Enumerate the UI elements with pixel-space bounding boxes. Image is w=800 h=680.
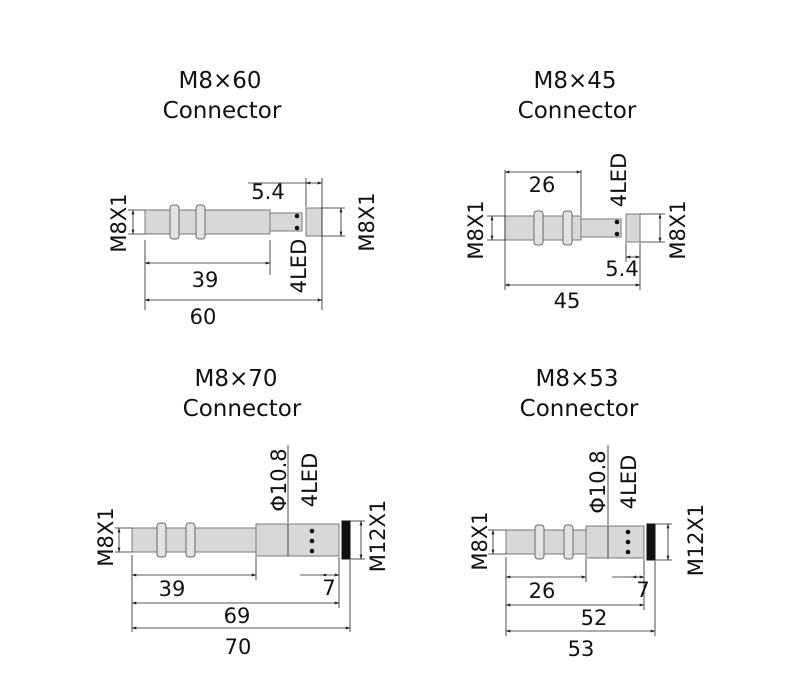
thread-label: M8X1 (468, 511, 492, 570)
thread-label: M8X1 (107, 193, 131, 252)
sensor-body (144, 204, 323, 240)
panel-title-line1: M8×70 (194, 366, 277, 392)
led-label: 4LED (287, 239, 311, 294)
connector-length-label: 7 (636, 578, 649, 602)
total-length-label: 53 (568, 637, 595, 661)
dimension-lines (128, 178, 345, 310)
dimension-lines (487, 170, 665, 290)
thread-length-label: 39 (159, 577, 186, 601)
connector-thread-label: M12X1 (366, 500, 390, 573)
led-label: 4LED (607, 153, 631, 208)
thread-length-label: 26 (529, 579, 556, 603)
connector-thread-label: M8X1 (355, 192, 379, 251)
panel-title-line1: M8×60 (178, 68, 261, 94)
sensor-body (505, 523, 656, 561)
diameter-label: Φ10.8 (267, 448, 291, 511)
panel-title-line1: M8×53 (535, 366, 618, 392)
panel-m8x70: M8×70 Connector (94, 366, 390, 659)
thread-label: M8X1 (94, 507, 118, 566)
dimension-lines (488, 445, 672, 636)
thread-length-label: 39 (192, 268, 219, 292)
connector-thread-label: M8X1 (666, 200, 690, 259)
total-length-label: 60 (190, 305, 217, 329)
panel-title-line2: Connector (163, 98, 282, 124)
connector-length-label: 7 (322, 576, 335, 600)
panel-m8x45: M8×45 Connector M8X1 M8X1 (464, 68, 690, 313)
body-length-label: 69 (224, 604, 251, 628)
diameter-label: Φ10.8 (586, 450, 610, 513)
body-length-label: 52 (581, 606, 608, 630)
thread-label: M8X1 (464, 200, 488, 259)
thread-length-label: 26 (529, 173, 556, 197)
connector-length-label: 5.4 (605, 257, 638, 281)
panel-title-line2: Connector (183, 396, 302, 422)
led-label: 4LED (298, 453, 322, 508)
connector-thread-label: M12X1 (684, 504, 708, 577)
panel-m8x60: M8×60 Connector M8X1 (107, 68, 379, 329)
sensor-body (131, 520, 351, 560)
panel-title-line1: M8×45 (533, 68, 616, 94)
sensor-body (504, 210, 641, 246)
total-length-label: 70 (225, 635, 252, 659)
panel-title-line2: Connector (518, 98, 637, 124)
dimension-lines (115, 445, 365, 632)
total-length-label: 45 (554, 289, 581, 313)
panel-title-line2: Connector (520, 396, 639, 422)
panel-m8x53: M8×53 Connector (468, 366, 708, 661)
connector-length-label: 5.4 (251, 180, 284, 204)
led-label: 4LED (617, 455, 641, 510)
